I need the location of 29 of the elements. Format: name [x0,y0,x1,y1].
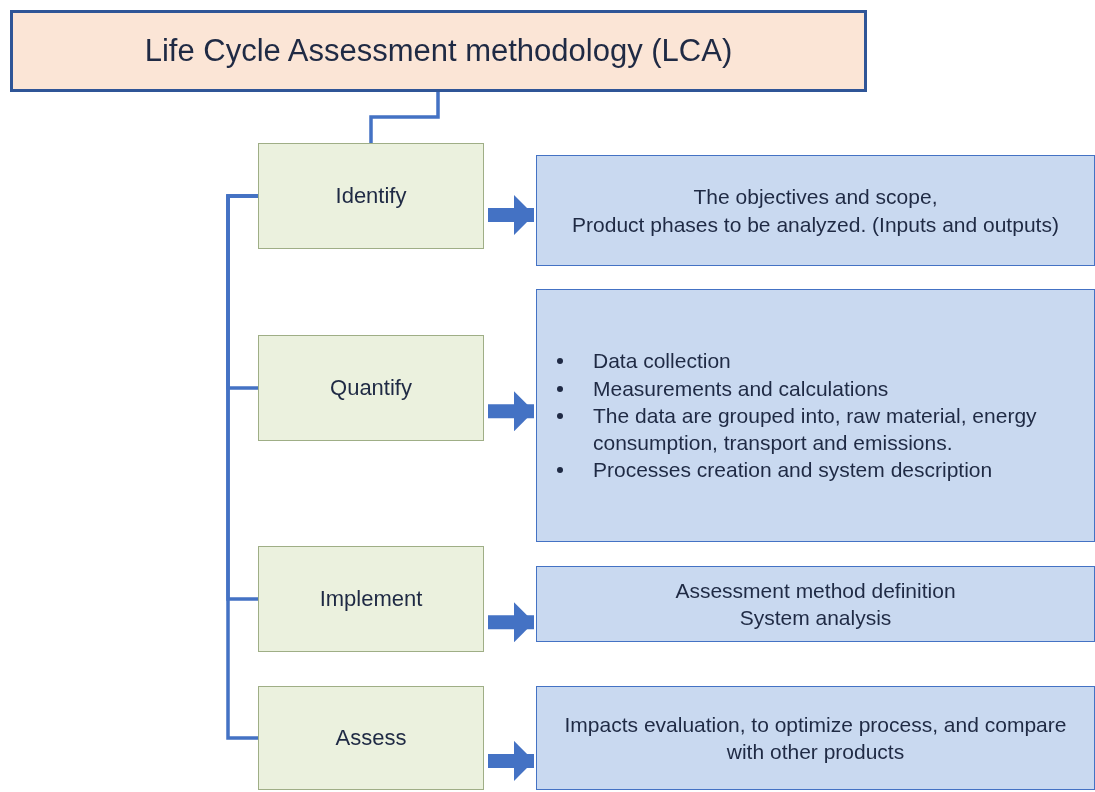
block-arrow [488,195,534,236]
bullet-item: The data are grouped into, raw material, energy consumption, transport and emissions. [593,402,1038,457]
description-box [536,686,1095,790]
connector-line [369,92,440,143]
block-arrow [488,740,534,781]
bullet-item: Data collection [593,348,731,375]
block-arrow [488,391,534,432]
description-text: System analysis [739,605,892,631]
block-arrow [488,602,534,643]
step-label: Assess [335,725,407,751]
description-text: Assessment method definition [675,577,956,604]
connector-line [226,194,258,740]
step-box [258,546,484,652]
step-label: Quantify [330,375,412,401]
step-box [258,143,484,249]
bullet-item: Measurements and calculations [593,375,889,402]
step-label: Implement [319,586,423,612]
step-box [258,335,484,441]
step-box [258,686,484,790]
title-box [10,10,867,92]
description-text: Product phases to be analyzed. (Inputs and outputs) [572,211,1059,238]
bullet-item: Processes creation and system description [593,457,993,484]
step-label: Identify [335,183,407,209]
description-box [536,566,1095,642]
description-box [536,289,1095,542]
description-text: The objectives and scope, [693,184,938,211]
title-text: Life Cycle Assessment methodology (LCA) [144,33,733,69]
description-text: Impacts evaluation, to optimize process, and compare with other products [563,711,1068,765]
description-box [536,155,1095,266]
